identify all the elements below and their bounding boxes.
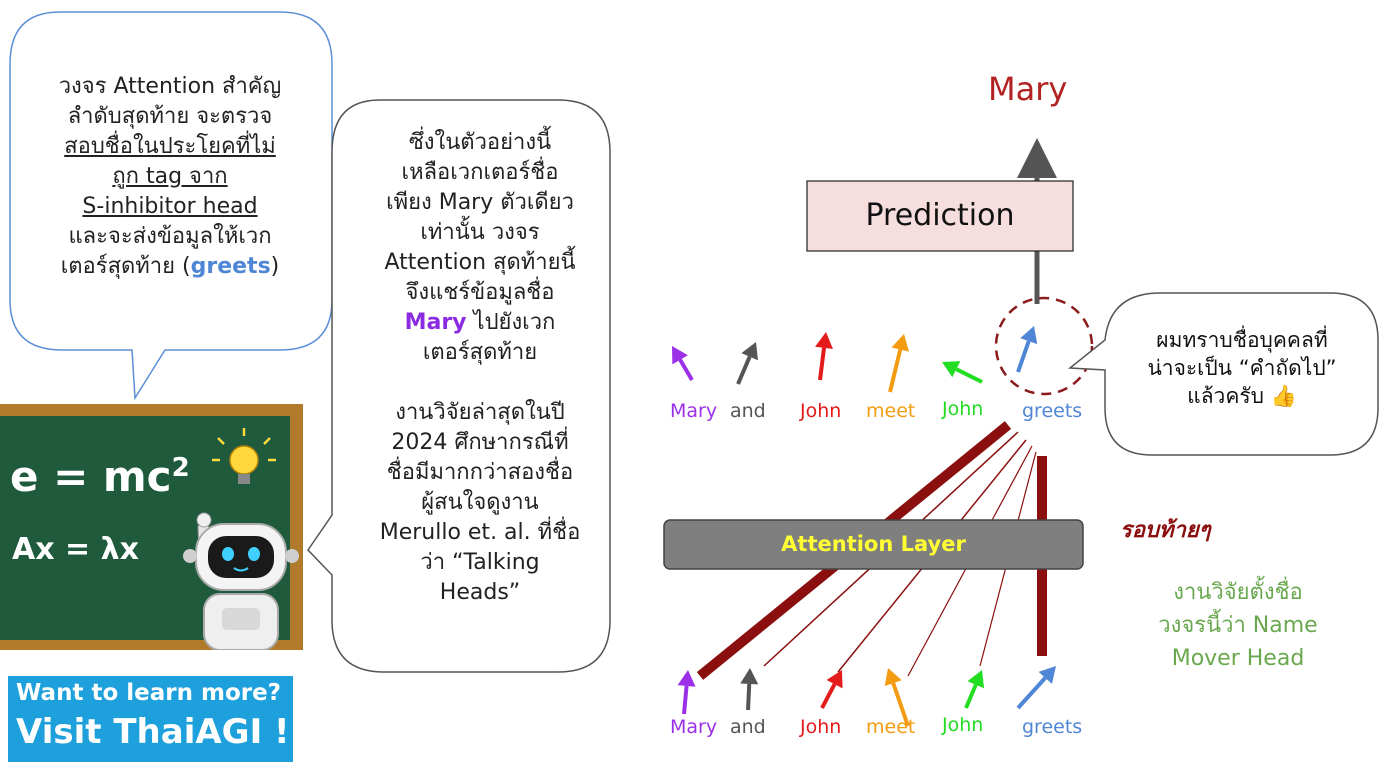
middle-bubble-line: ชื่อมีมากกว่าสองชื่อ — [386, 460, 574, 485]
left-speech-bubble — [9, 11, 333, 400]
middle-bubble-line: จึงแชร์ข้อมูลชื่อ — [405, 280, 555, 305]
middle-bubble-line: งานวิจัยล่าสุดในปี — [395, 400, 565, 425]
vector-arrow-top-john-head — [815, 332, 833, 349]
left-bubble-line: เตอร์สุดท้าย (greets) — [20, 252, 320, 282]
right-bubble-line: น่าจะเป็น “คำถัดไป” — [1147, 356, 1337, 380]
middle-bubble-line: ผู้สนใจดูงาน — [421, 490, 539, 515]
right-bubble-text: ผมทราบชื่อบุคคลที่ น่าจะเป็น “คำถัดไป” แ… — [1112, 326, 1372, 410]
left-bubble-line: และจะส่งข้อมูลให้เวก — [68, 224, 272, 249]
vector-arrow-bottom-greets-head — [1038, 666, 1056, 684]
vector-arrow-bottom-meet-shaft — [891, 682, 910, 727]
middle-bubble-line: ว่า “Talking — [420, 550, 540, 575]
vector-arrow-top-john2-shaft — [955, 367, 983, 384]
token-bottom-mary: Mary — [670, 716, 718, 738]
left-bubble-line: สอบชื่อในประโยคที่ไม่ — [64, 134, 276, 159]
prediction-label: Prediction — [865, 198, 1015, 233]
middle-bubble-line: ซึ่งในตัวอย่างนี้ — [408, 130, 552, 155]
vector-arrow-top-john2-head — [942, 361, 961, 378]
promo-line-2: Visit ThaiAGI ! — [16, 712, 290, 752]
left-bubble-line: S-inhibitor head — [82, 194, 258, 219]
right-bubble-line: แล้วครับ 👍 — [1187, 384, 1297, 408]
vector-arrow-top-john-shaft — [818, 347, 826, 381]
dashed-highlight-circle — [994, 296, 1094, 396]
right-bubble-line: ผมทราบชื่อบุคคลที่ — [1156, 328, 1328, 352]
mary-highlight: Mary — [404, 310, 467, 335]
note-line: วงจรนี้ว่า Name — [1158, 613, 1318, 638]
vector-arrow-top-greets-head — [1020, 326, 1038, 345]
middle-bubble-line: เพียง Mary ตัวเดียว — [386, 190, 574, 215]
token-bottom-john2: John — [942, 714, 984, 736]
promo-line-1: Want to learn more? — [16, 680, 282, 706]
vector-arrow-top-and-shaft — [736, 355, 752, 385]
vector-arrow-top-greets-shaft — [1016, 340, 1031, 373]
promo-banner[interactable]: Want to learn more? Visit ThaiAGI ! — [8, 676, 293, 762]
vector-arrow-bottom-meet-head — [884, 668, 902, 687]
vector-arrow-top-mary-shaft — [678, 358, 694, 382]
late-rounds-label: รอบท้ายๆ — [1120, 518, 1211, 543]
attention-layer-label: Attention Layer — [781, 532, 966, 556]
name-mover-note: งานวิจัยตั้งชื่อ วงจรนี้ว่า Name Mover H… — [1120, 576, 1356, 675]
output-word: Mary — [988, 70, 1068, 108]
token-bottom-greets: greets — [1022, 716, 1083, 738]
middle-bubble-line: เท่านั้น วงจร — [420, 220, 540, 245]
formula-text: e = mc — [10, 452, 172, 501]
formula-eigen: Ax = λx — [12, 532, 139, 567]
token-top-john2: John — [942, 398, 984, 420]
left-bubble-span: ) — [270, 254, 280, 279]
token-top-john: John — [800, 400, 842, 422]
blackboard-illustration: e = mc2 Ax = λx — [0, 404, 303, 650]
middle-bubble-line: Heads” — [439, 580, 521, 605]
middle-speech-bubble — [307, 99, 611, 673]
greets-highlight: greets — [190, 254, 271, 279]
left-bubble-text: วงจร Attention สำคัญ ลำดับสุดท้าย จะตรวจ… — [20, 72, 320, 282]
vector-arrow-bottom-john2-shaft — [964, 683, 978, 709]
vector-arrow-top-meet-head — [891, 334, 909, 352]
middle-bubble-span: ไปยังเวก — [466, 310, 556, 335]
vector-arrow-bottom-mary-shaft — [682, 685, 689, 715]
vector-arrow-top-mary-head — [672, 346, 688, 365]
token-top-and: and — [730, 400, 766, 422]
vector-arrow-bottom-john2-head — [967, 670, 985, 689]
robot-icon — [183, 428, 299, 650]
vector-arrow-bottom-john-head — [826, 670, 843, 689]
left-bubble-line: วงจร Attention สำคัญ — [58, 74, 282, 99]
middle-bubble-line: Attention สุดท้ายนี้ — [384, 250, 576, 275]
middle-bubble-line: Merullo et. al. ที่ชื่อ — [379, 520, 581, 545]
middle-bubble-text: ซึ่งในตัวอย่างนี้ เหลือเวกเตอร์ชื่อ เพีย… — [345, 128, 615, 608]
token-bottom-meet: meet — [866, 716, 916, 738]
middle-bubble-line: 2024 ศึกษากรณีที่ — [391, 430, 569, 455]
vector-arrow-bottom-greets-shaft — [1016, 676, 1047, 710]
attention-layer-box — [663, 519, 1084, 570]
vector-arrow-bottom-and-head — [740, 668, 759, 685]
vector-arrow-top-and-head — [741, 342, 758, 361]
formula-superscript: 2 — [171, 453, 190, 483]
right-speech-bubble — [1068, 292, 1379, 456]
middle-bubble-line: เหลือเวกเตอร์ชื่อ — [401, 160, 559, 185]
left-bubble-line: ลำดับสุดท้าย จะตรวจ — [67, 104, 273, 129]
token-top-greets: greets — [1022, 400, 1083, 422]
vector-arrow-top-meet-shaft — [888, 349, 903, 393]
vector-arrow-bottom-mary-head — [677, 670, 696, 687]
note-line: งานวิจัยตั้งชื่อ — [1173, 580, 1303, 605]
note-line: Mover Head — [1171, 646, 1305, 671]
left-bubble-line: ถูก tag จาก — [112, 164, 228, 189]
token-bottom-and: and — [730, 716, 766, 738]
token-top-meet: meet — [866, 400, 916, 422]
middle-bubble-line: Mary ไปยังเวก — [345, 308, 615, 338]
vector-arrow-bottom-john-shaft — [820, 683, 837, 709]
vector-arrow-bottom-and-shaft — [746, 683, 752, 711]
token-top-mary: Mary — [670, 400, 718, 422]
middle-bubble-line: เตอร์สุดท้าย — [422, 340, 538, 365]
token-bottom-john: John — [800, 716, 842, 738]
formula-emc2: e = mc2 — [10, 452, 190, 501]
prediction-box — [806, 180, 1074, 252]
left-bubble-span: เตอร์สุดท้าย ( — [60, 254, 191, 279]
